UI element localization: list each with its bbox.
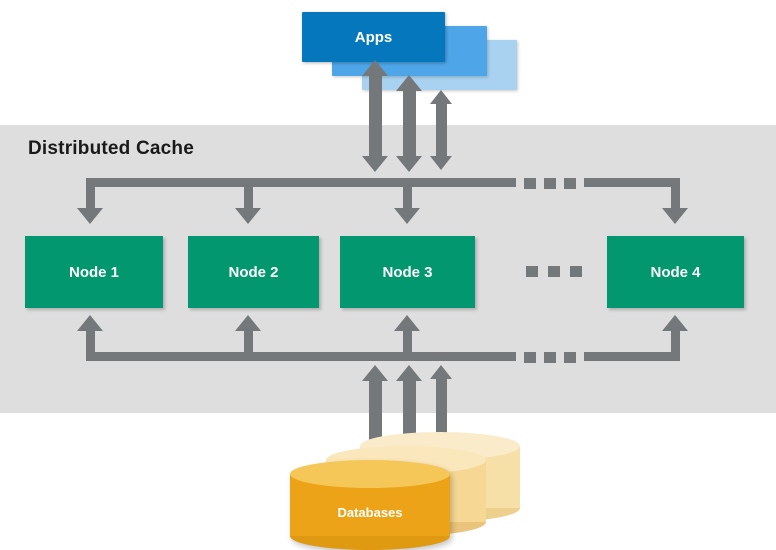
- top-branch-3-shaft: [403, 178, 412, 210]
- apps-arrow-1-head-down: [362, 156, 388, 172]
- bottom-bus-dot-3: [564, 352, 576, 363]
- bottom-bus-dot-2: [544, 352, 556, 363]
- top-branch-4-shaft: [671, 178, 680, 210]
- db-arrow-3-shaft: [436, 377, 447, 435]
- db-arrow-1-head-up: [362, 365, 388, 381]
- apps-label: Apps: [354, 28, 393, 46]
- top-branch-1-arrow: [77, 208, 103, 224]
- node-box-1[interactable]: Node 1: [25, 236, 163, 308]
- bottom-bus-segment-right: [584, 352, 680, 361]
- apps-arrow-3-head-down: [430, 156, 452, 170]
- node-row-dot-3: [570, 266, 582, 277]
- apps-arrow-2-shaft: [403, 89, 416, 158]
- node-row-dot-1: [526, 266, 538, 277]
- node-row-dot-2: [548, 266, 560, 277]
- distributed-cache-label: Distributed Cache: [28, 138, 194, 159]
- top-branch-1-shaft: [86, 178, 95, 210]
- database-front-top: [290, 460, 450, 488]
- bottom-branch-3-shaft: [403, 330, 412, 361]
- apps-arrow-1-shaft: [369, 74, 382, 158]
- apps-arrow-2-head-up: [396, 75, 422, 91]
- node-box-4[interactable]: Node 4: [607, 236, 744, 308]
- database-cylinder-front[interactable]: [290, 460, 450, 550]
- bottom-branch-1-arrow: [77, 315, 103, 331]
- apps-group: Apps: [300, 12, 522, 90]
- db-arrow-2-head-up: [396, 365, 422, 381]
- apps-arrow-3-head-up: [430, 90, 452, 104]
- apps-arrow-3-shaft: [436, 102, 447, 158]
- bottom-branch-2-arrow: [235, 315, 261, 331]
- bottom-branch-4-shaft: [671, 330, 680, 361]
- top-branch-4-arrow: [662, 208, 688, 224]
- apps-arrow-1-head-up: [362, 60, 388, 76]
- node-box-3[interactable]: Node 3: [340, 236, 475, 308]
- databases-group: Databases: [288, 432, 538, 550]
- top-branch-3-arrow: [394, 208, 420, 224]
- top-branch-2-arrow: [235, 208, 261, 224]
- db-arrow-3-head-up: [430, 365, 452, 379]
- top-bus-dot-1: [524, 178, 536, 189]
- bottom-branch-2-shaft: [244, 330, 253, 361]
- bottom-branch-1-shaft: [86, 330, 95, 361]
- top-bus-dot-2: [544, 178, 556, 189]
- top-branch-2-shaft: [244, 178, 253, 210]
- apps-arrow-2-head-down: [396, 156, 422, 172]
- databases-label: Databases: [337, 504, 403, 520]
- bottom-branch-3-arrow: [394, 315, 420, 331]
- bottom-branch-4-arrow: [662, 315, 688, 331]
- bottom-bus-dot-1: [524, 352, 536, 363]
- top-bus-segment-left: [86, 178, 516, 187]
- bottom-bus-segment-left: [86, 352, 516, 361]
- top-bus-segment-right: [584, 178, 680, 187]
- top-bus-dot-3: [564, 178, 576, 189]
- node-box-2[interactable]: Node 2: [188, 236, 319, 308]
- apps-card-front[interactable]: Apps: [302, 12, 445, 62]
